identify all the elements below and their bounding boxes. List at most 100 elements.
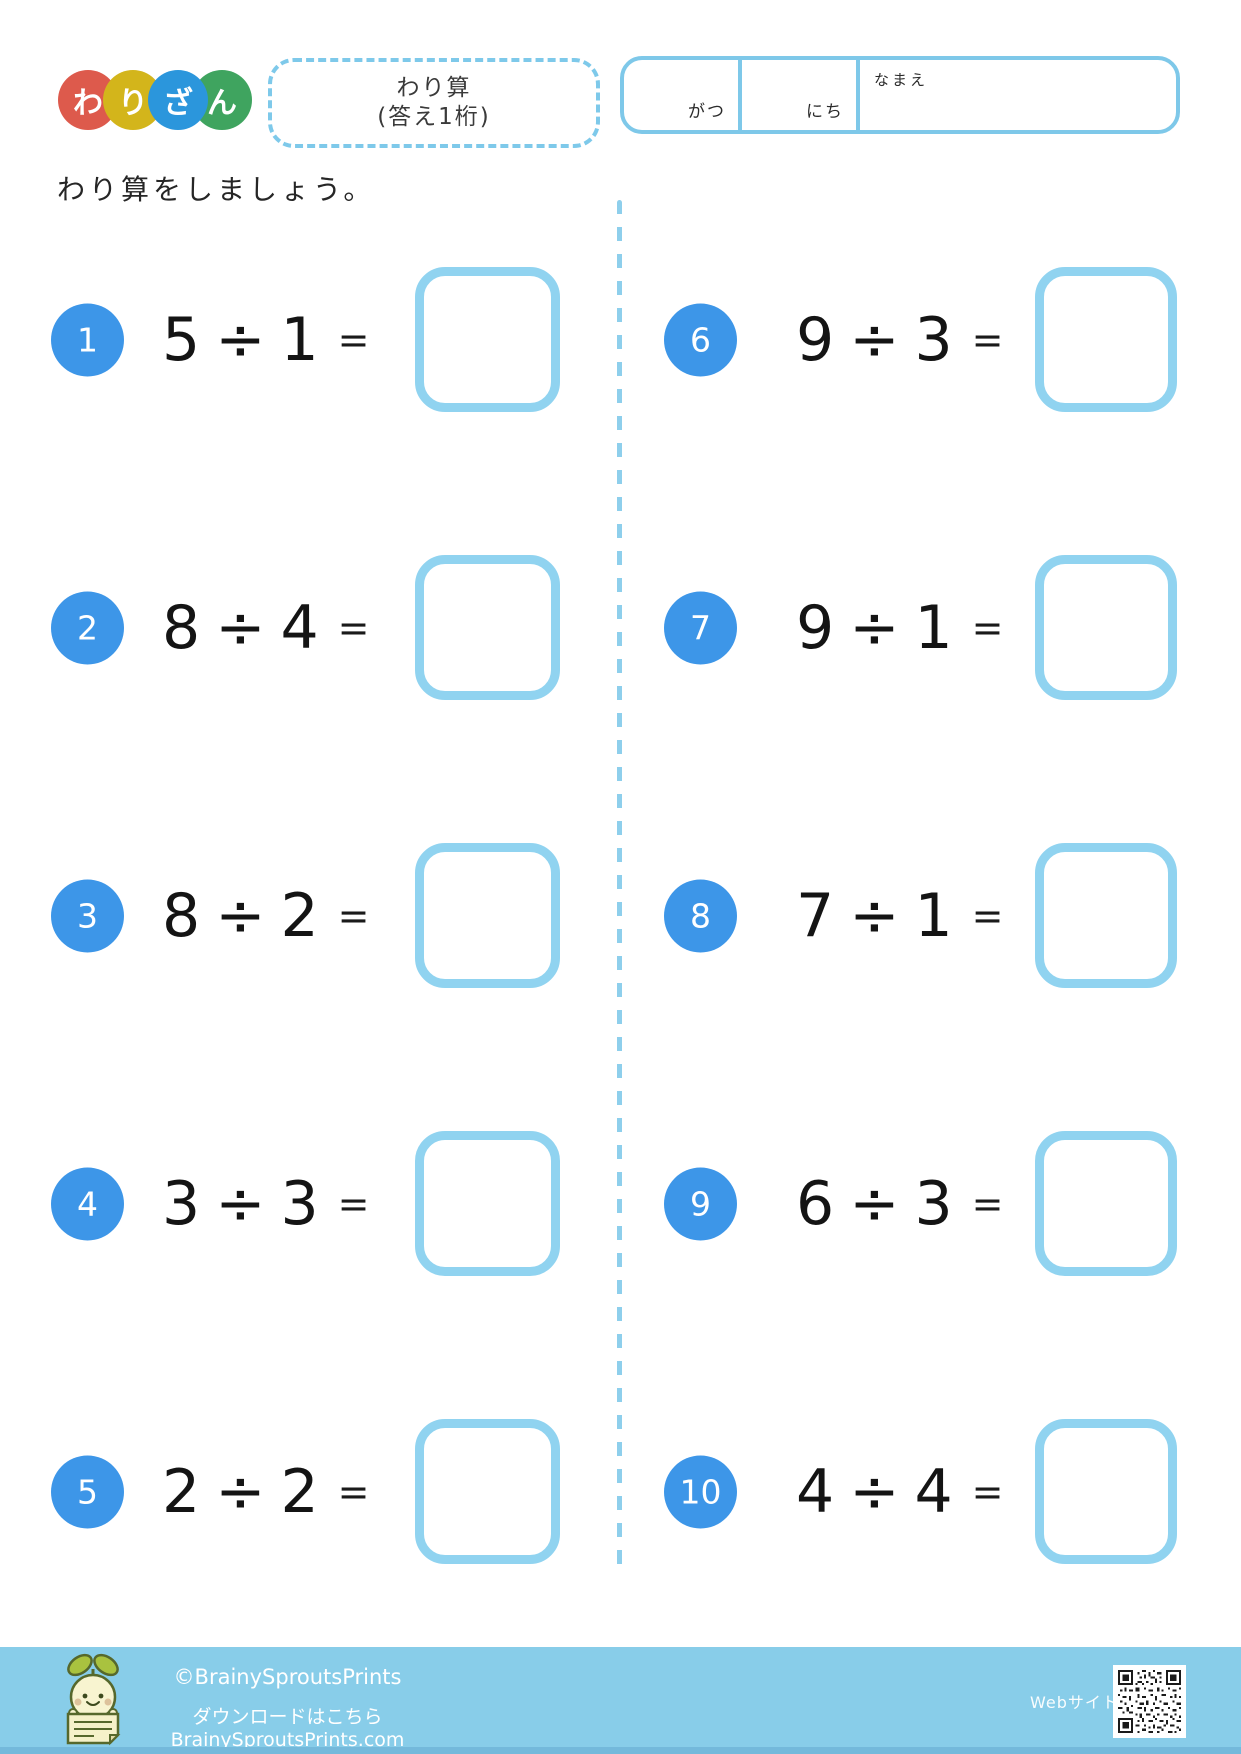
equals-sign: = <box>337 605 370 650</box>
logo-circle-za: ざ <box>148 70 208 130</box>
divide-sign: ÷ <box>849 304 900 375</box>
qr-code <box>1113 1665 1186 1738</box>
equation: 4 ÷ 4 = <box>796 1457 1004 1527</box>
problem-number: 9 <box>690 1184 711 1223</box>
divide-sign: ÷ <box>215 592 266 663</box>
equation: 9 ÷ 3 = <box>796 305 1004 375</box>
logo-char: ん <box>207 86 237 121</box>
equation: 3 ÷ 3 = <box>162 1169 370 1239</box>
equals-sign: = <box>971 605 1004 650</box>
divide-sign: ÷ <box>215 304 266 375</box>
website-label: Webサイト <box>1030 1693 1119 1712</box>
copyright-text: ©BrainySproutsPrints <box>173 1665 402 1689</box>
equation: 6 ÷ 3 = <box>796 1169 1004 1239</box>
equation: 8 ÷ 2 = <box>162 881 370 951</box>
column-divider-dashed-line <box>617 200 622 1572</box>
logo-char: わ <box>73 86 103 121</box>
worksheet-title-line2: (答え1桁) <box>377 104 491 130</box>
logo-char: ざ <box>163 86 193 121</box>
dividend: 2 <box>162 1456 201 1527</box>
footer-bar: ©BrainySproutsPrints ダウンロードはこちら BrainySp… <box>0 1647 1241 1754</box>
problem-number: 6 <box>690 320 711 359</box>
equals-sign: = <box>971 1181 1004 1226</box>
day-field[interactable]: にち <box>742 60 860 130</box>
equals-sign: = <box>337 317 370 362</box>
answer-box[interactable] <box>415 843 560 988</box>
equation: 8 ÷ 4 = <box>162 593 370 663</box>
warizan-logo: わ り ざ ん <box>58 70 258 132</box>
equation: 2 ÷ 2 = <box>162 1457 370 1527</box>
problem-number: 1 <box>77 320 98 359</box>
dividend: 4 <box>796 1456 835 1527</box>
problem-row: 5 2 ÷ 2 = 10 4 ÷ 4 = <box>0 1419 1241 1564</box>
dividend: 6 <box>796 1168 835 1239</box>
divisor: 3 <box>914 304 953 375</box>
download-text: ダウンロードはこちら BrainySproutsPrints.com <box>170 1706 405 1751</box>
instruction-text: わり算をしましょう。 <box>57 173 376 206</box>
answer-box[interactable] <box>415 267 560 412</box>
problem-number-badge: 1 <box>51 303 124 376</box>
answer-box[interactable] <box>415 1131 560 1276</box>
dividend: 8 <box>162 592 201 663</box>
divide-sign: ÷ <box>215 880 266 951</box>
divisor: 4 <box>280 592 319 663</box>
equation: 5 ÷ 1 = <box>162 305 370 375</box>
answer-box[interactable] <box>1035 555 1177 700</box>
equation: 7 ÷ 1 = <box>796 881 1004 951</box>
problem-number-badge: 7 <box>664 591 737 664</box>
problem-number: 4 <box>77 1184 98 1223</box>
divisor: 1 <box>914 880 953 951</box>
name-field[interactable]: なまえ <box>860 60 1176 130</box>
equation: 9 ÷ 1 = <box>796 593 1004 663</box>
problem-number-badge: 4 <box>51 1167 124 1240</box>
answer-box[interactable] <box>415 555 560 700</box>
divisor: 2 <box>280 1456 319 1527</box>
divide-sign: ÷ <box>849 1168 900 1239</box>
answer-box[interactable] <box>1035 1131 1177 1276</box>
dividend: 7 <box>796 880 835 951</box>
divisor: 1 <box>914 592 953 663</box>
problem-number: 10 <box>679 1472 722 1511</box>
logo-char: り <box>118 86 148 121</box>
equals-sign: = <box>337 893 370 938</box>
worksheet-title-line1: わり算 <box>396 75 472 101</box>
problem-number-badge: 8 <box>664 879 737 952</box>
problem-number: 3 <box>77 896 98 935</box>
answer-box[interactable] <box>1035 1419 1177 1564</box>
answer-box[interactable] <box>1035 843 1177 988</box>
divisor: 3 <box>280 1168 319 1239</box>
equals-sign: = <box>971 317 1004 362</box>
month-field[interactable]: がつ <box>624 60 742 130</box>
equals-sign: = <box>971 893 1004 938</box>
divide-sign: ÷ <box>849 1456 900 1527</box>
dividend: 9 <box>796 304 835 375</box>
divisor: 3 <box>914 1168 953 1239</box>
worksheet-title-box: わり算 (答え1桁) <box>268 58 600 148</box>
problem-number-badge: 2 <box>51 591 124 664</box>
answer-box[interactable] <box>415 1419 560 1564</box>
equals-sign: = <box>337 1469 370 1514</box>
problem-row: 4 3 ÷ 3 = 9 6 ÷ 3 = <box>0 1131 1241 1276</box>
problem-number-badge: 9 <box>664 1167 737 1240</box>
equals-sign: = <box>971 1469 1004 1514</box>
divisor: 2 <box>280 880 319 951</box>
dividend: 8 <box>162 880 201 951</box>
sprout-mascot-icon <box>66 1653 121 1746</box>
problem-number: 2 <box>77 608 98 647</box>
footer-bottom-strip <box>0 1747 1241 1754</box>
divisor: 1 <box>280 304 319 375</box>
equals-sign: = <box>337 1181 370 1226</box>
problem-number: 8 <box>690 896 711 935</box>
name-label: なまえ <box>874 71 929 89</box>
problem-row: 1 5 ÷ 1 = 6 9 ÷ 3 = <box>0 267 1241 412</box>
dividend: 5 <box>162 304 201 375</box>
divide-sign: ÷ <box>849 592 900 663</box>
problem-number-badge: 3 <box>51 879 124 952</box>
divide-sign: ÷ <box>215 1456 266 1527</box>
problem-number-badge: 5 <box>51 1455 124 1528</box>
answer-box[interactable] <box>1035 267 1177 412</box>
day-label: にち <box>806 102 844 122</box>
divide-sign: ÷ <box>215 1168 266 1239</box>
problem-number-badge: 10 <box>664 1455 737 1528</box>
